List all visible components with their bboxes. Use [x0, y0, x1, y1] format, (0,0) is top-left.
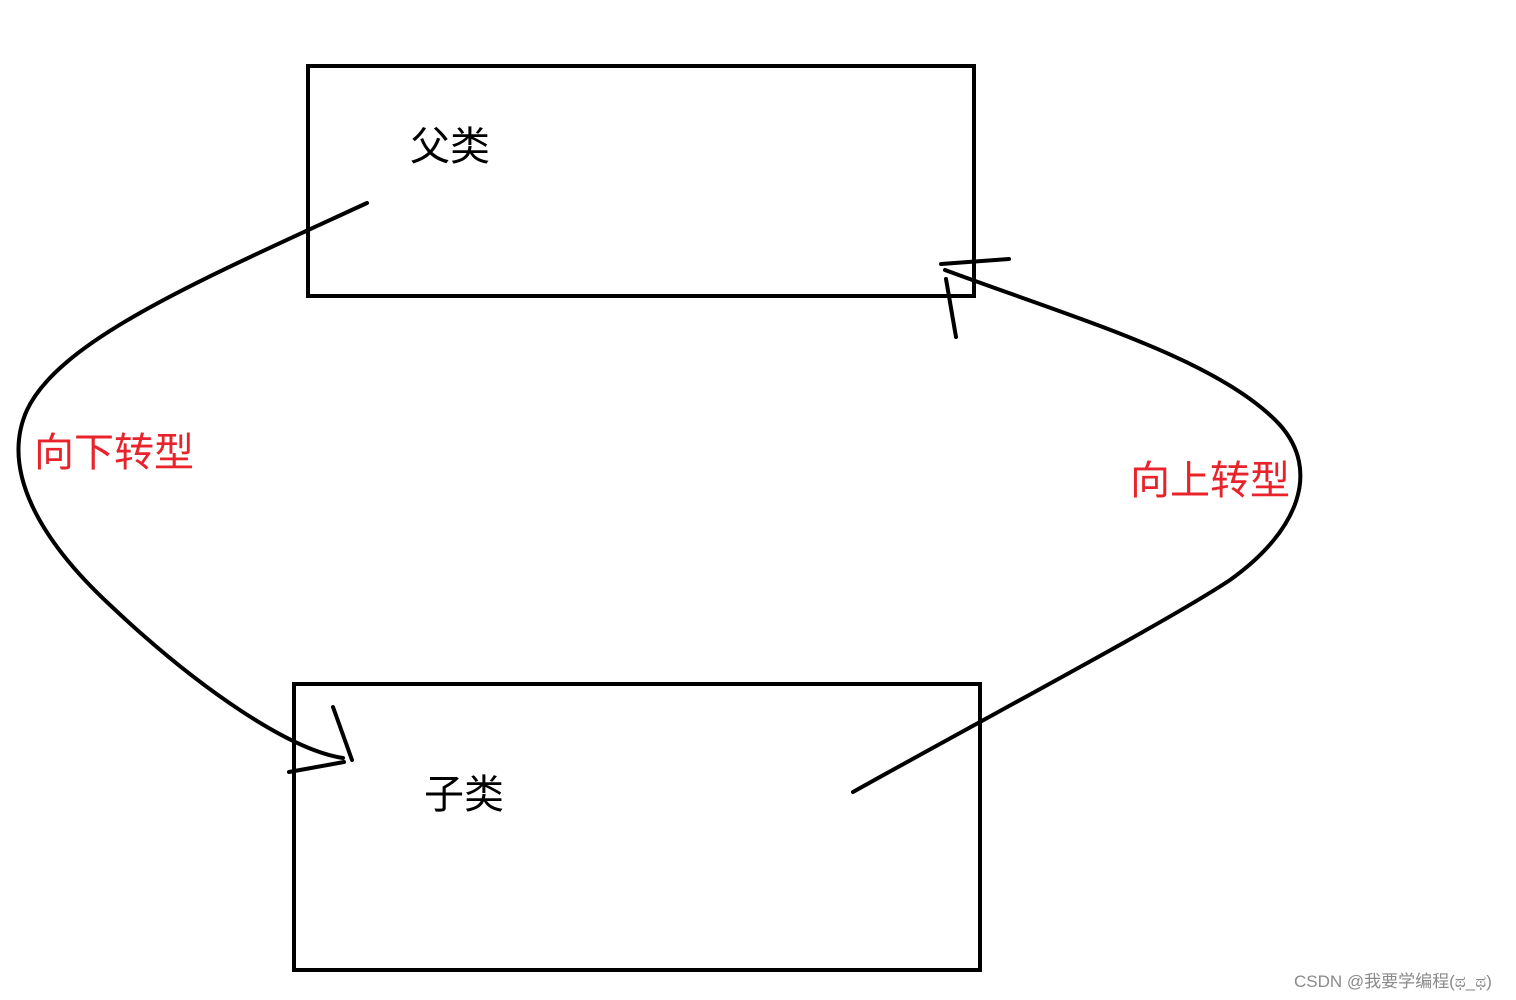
downcast-arrowhead: [287, 705, 354, 774]
parent-class-label: 父类: [410, 124, 490, 170]
child-class-box: [292, 682, 982, 972]
parent-class-box: [306, 64, 976, 298]
upcast-arrow-line: [851, 268, 1303, 794]
upcast-arrowhead: [939, 257, 1011, 339]
child-class-label: 子类: [424, 772, 504, 818]
downcast-label: 向下转型: [34, 430, 194, 476]
downcast-arrow-line: [16, 201, 369, 760]
upcast-label: 向上转型: [1130, 458, 1290, 504]
watermark: CSDN @我要学编程(ಥ_ಥ): [1294, 972, 1492, 991]
